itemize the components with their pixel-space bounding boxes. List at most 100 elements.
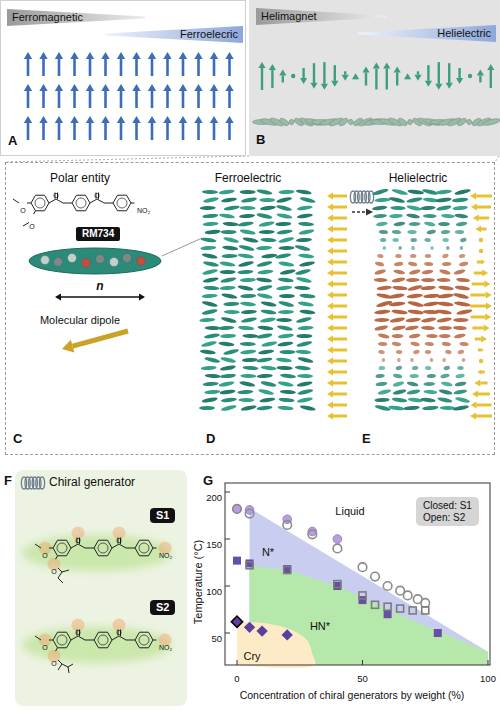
transition-arrow-head [366, 209, 373, 216]
panel: BHelimagnetHelielectric [249, 0, 500, 156]
polarization-dot [479, 359, 483, 363]
mesogen-rod [220, 276, 236, 283]
mesogen-rod [455, 285, 471, 291]
bond [58, 572, 62, 578]
atom-label: O [42, 552, 47, 560]
spin-arrow-head [269, 64, 276, 70]
spin-arrow-head [39, 116, 47, 123]
dipole-ellipsoid [456, 117, 468, 127]
atom-sphere [110, 258, 119, 267]
mesogen-rod [240, 190, 256, 194]
mesogen-rod [374, 278, 388, 282]
mesogen-rod [223, 348, 239, 356]
spin-arrow [271, 70, 273, 88]
s1-point [233, 557, 241, 565]
mesogen-rod [277, 381, 293, 388]
spin-arrow [458, 68, 460, 78]
director-symbol: n [96, 280, 103, 294]
spin-arrow [427, 65, 429, 81]
spin-arrow-head [383, 63, 390, 69]
spin-arrow [282, 76, 284, 83]
mesogen-rod [296, 316, 312, 324]
dipole-ellipsoid [466, 118, 473, 125]
polarization-arrow [333, 327, 347, 330]
dipole-ellipsoid [406, 118, 413, 125]
s2-point [372, 601, 379, 608]
mesogen-rod [203, 276, 219, 283]
mesogen-rod [438, 326, 452, 330]
spin-arrow [42, 91, 45, 108]
dipole-ellipsoid [278, 117, 290, 127]
mesogen-rod [379, 366, 386, 370]
mesogen-rod [392, 389, 406, 396]
mesogen-rod [199, 406, 215, 410]
mesogen-rod [259, 198, 275, 202]
gradient-wedge: Ferromagnetic [7, 9, 145, 26]
bond [71, 636, 78, 640]
mesogen-rod [219, 213, 235, 219]
mesogen-rod [294, 286, 310, 291]
mesogen-rod [237, 269, 253, 274]
polarization-arrow-head [327, 192, 333, 199]
polarization-arrow-head [484, 324, 490, 331]
bond [85, 548, 94, 549]
spin-arrow-head [179, 84, 187, 91]
mesogen-rod [392, 229, 402, 234]
mesogen-rod [437, 396, 453, 403]
mesogen-rod [407, 284, 423, 292]
atom-label: NO₂ [159, 644, 172, 652]
spin-arrow [182, 123, 185, 140]
bond [49, 640, 53, 641]
polarization-arrow-head [327, 313, 333, 320]
spin-arrow [396, 72, 398, 85]
spin-arrow [151, 91, 154, 108]
polarization-arrow-head [486, 302, 492, 309]
mesogen-rod [223, 236, 239, 244]
mesogen-rod [297, 326, 313, 331]
panel-fill [0, 0, 246, 156]
spin-arrow [365, 72, 367, 85]
spin-arrow [261, 68, 263, 90]
mesogen-rod [296, 334, 312, 338]
bond [90, 199, 97, 203]
mesogen-rod [278, 190, 294, 195]
spin-arrow-head [194, 52, 202, 59]
spin-arrow [151, 123, 154, 140]
mesogen-rod [297, 374, 313, 378]
atom-sphere [54, 258, 63, 267]
mesogen-rod [394, 261, 404, 266]
helix-arrows [258, 62, 494, 90]
polarization-arrow-head [327, 214, 333, 221]
mesogen-rod [442, 238, 449, 243]
panel: Chiral generatorS1S2 [15, 470, 187, 706]
spin-arrow [302, 68, 304, 78]
bond [104, 203, 113, 204]
mesogen-rod [405, 317, 421, 323]
atom-label: O [29, 223, 34, 231]
spin-arrow-head [86, 52, 94, 59]
mesogen-rod [410, 341, 420, 347]
mesogen-rod [423, 214, 437, 218]
mesogen-rod [423, 382, 435, 387]
s2-point [409, 607, 416, 614]
mesogen-rod [408, 397, 424, 403]
polarization-arrow-head [481, 335, 487, 342]
spin-arrow-head [163, 116, 171, 123]
phase-label: Cry [243, 650, 260, 663]
spin-arrow [197, 59, 200, 76]
polarization-arrow-head [327, 379, 333, 386]
mesogen-rod [446, 246, 450, 250]
polarization-arrow [333, 305, 347, 308]
benzene-ring [53, 632, 71, 648]
mesogen-rod [258, 349, 274, 355]
mesogen-rod [296, 205, 312, 211]
spin-arrow-head [210, 116, 218, 123]
polarization-arrow-head [327, 346, 333, 353]
mesogen-rod [260, 300, 276, 307]
mesogen-rod [455, 396, 471, 404]
chiral-generators [21, 477, 172, 673]
polarization-arrow [481, 228, 487, 231]
polarization-arrow [474, 272, 482, 275]
spin-arrow-head [352, 73, 359, 79]
mesogen-rod [240, 374, 256, 379]
